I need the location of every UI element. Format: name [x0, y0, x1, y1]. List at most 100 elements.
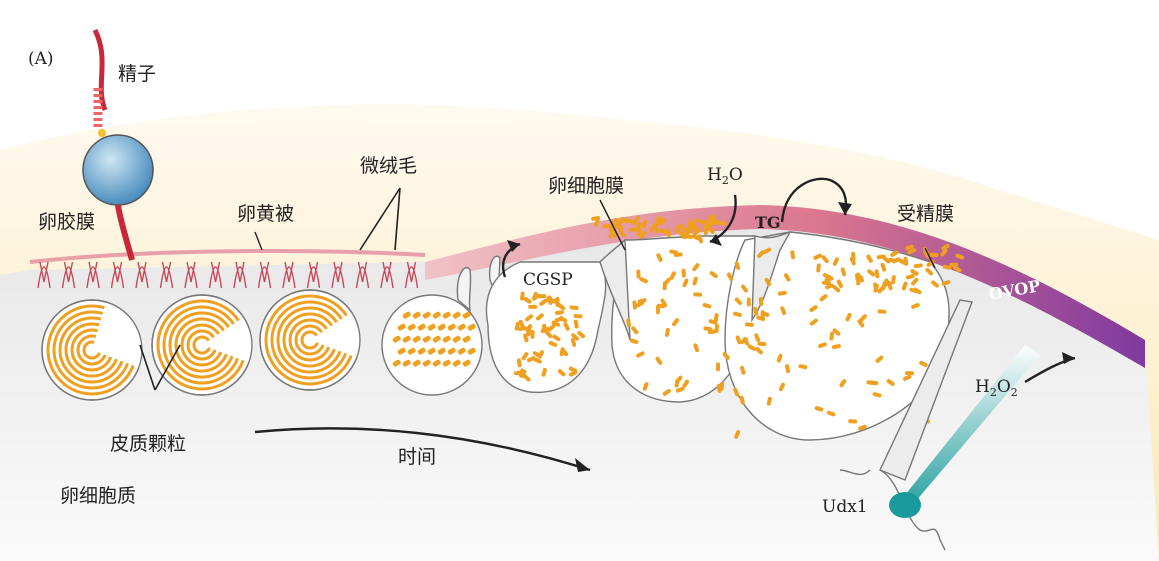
microvillus — [37, 261, 51, 289]
arrowheads — [507, 202, 1075, 472]
granule-piece — [839, 379, 847, 388]
udx1-process — [839, 469, 946, 551]
granule-piece — [571, 333, 579, 341]
granule-piece — [626, 318, 631, 328]
granule-piece — [758, 297, 764, 307]
granule-piece — [392, 359, 401, 367]
label-zona: 卵胶膜 — [38, 211, 95, 233]
granule-piece — [766, 396, 772, 406]
granule-piece — [636, 351, 645, 358]
granule-piece — [746, 297, 751, 307]
granule-piece — [402, 335, 411, 343]
microvillus — [159, 261, 174, 289]
granule-piece — [692, 263, 700, 272]
granule-piece — [437, 323, 446, 331]
granule-piece — [744, 322, 754, 327]
granule-piece — [760, 310, 765, 320]
granule-piece — [923, 250, 930, 259]
microvillus — [404, 261, 419, 289]
sperm — [82, 28, 154, 261]
granule-outline — [381, 294, 483, 396]
granule-piece — [555, 316, 564, 322]
granule-piece — [707, 226, 715, 234]
granule-piece — [417, 347, 426, 355]
granule-piece — [618, 229, 626, 238]
microvillus — [110, 261, 125, 289]
granule-piece — [513, 370, 523, 376]
granule-piece — [514, 321, 520, 331]
granule-piece — [570, 337, 577, 347]
granule-piece — [911, 303, 920, 309]
granule-piece — [882, 256, 891, 264]
granule-piece — [467, 347, 476, 355]
granule-piece — [681, 268, 686, 278]
granule-piece — [702, 303, 712, 309]
granule-piece — [530, 329, 535, 339]
granule-piece — [544, 330, 553, 339]
granule-piece — [417, 323, 426, 331]
granule-piece — [925, 268, 934, 276]
granule-piece — [392, 335, 401, 343]
granule-piece — [790, 250, 796, 260]
granule-piece — [432, 359, 441, 367]
granule-piece — [941, 280, 951, 286]
granule-piece — [462, 359, 471, 367]
granule-piece — [674, 228, 684, 236]
granule-piece — [635, 221, 643, 231]
granule-piece — [527, 356, 536, 363]
granule-piece — [848, 419, 858, 424]
udx1-enzyme — [889, 492, 921, 518]
granule-piece — [457, 347, 466, 355]
granule-piece — [740, 365, 746, 375]
microvillus — [184, 261, 198, 289]
granule-piece — [637, 298, 647, 304]
granule-piece — [442, 335, 451, 343]
granule-piece — [905, 274, 915, 280]
granule-piece — [437, 347, 446, 355]
granule-piece — [831, 344, 841, 349]
granule-piece — [873, 283, 880, 293]
granule-piece — [402, 359, 411, 367]
granule-piece — [716, 383, 722, 393]
granule-piece — [639, 230, 647, 239]
granule-piece — [891, 275, 896, 285]
granule-piece — [613, 218, 622, 225]
granule-piece — [814, 406, 824, 412]
label-sperm: 精子 — [118, 63, 156, 85]
microvillus — [355, 261, 370, 289]
granule-piece — [905, 244, 914, 251]
granule-piece — [757, 250, 765, 258]
granule-piece — [518, 319, 525, 329]
granule-piece — [693, 292, 703, 297]
label-tg: TG — [755, 213, 781, 232]
granule-piece — [874, 269, 880, 279]
granule-piece — [619, 217, 629, 224]
granule-piece — [816, 263, 821, 273]
granule-piece — [942, 264, 952, 270]
label-cytoplasm: 卵细胞质 — [60, 485, 136, 507]
granule-piece — [573, 313, 583, 319]
granule-piece — [733, 387, 740, 397]
granule-piece — [520, 291, 525, 301]
granule-piece — [829, 331, 835, 341]
granule-piece — [659, 228, 668, 235]
granule-piece — [703, 326, 713, 332]
granule-outline — [151, 294, 253, 396]
granule-piece — [755, 346, 763, 355]
granule-piece — [716, 362, 721, 372]
granule-piece — [662, 389, 671, 396]
granule-piece — [875, 355, 884, 363]
granule-piece — [840, 267, 847, 277]
granule-piece — [695, 218, 704, 225]
granule-piece — [525, 323, 533, 333]
granule-piece — [551, 320, 561, 327]
granule-piece — [890, 250, 899, 257]
label-h2o: H2O — [707, 165, 743, 187]
granule-piece — [872, 392, 882, 398]
granule-piece — [660, 298, 668, 307]
microvillus — [208, 261, 223, 289]
granule-piece — [708, 319, 718, 325]
granule-piece — [777, 290, 787, 296]
granule-piece — [753, 306, 759, 316]
